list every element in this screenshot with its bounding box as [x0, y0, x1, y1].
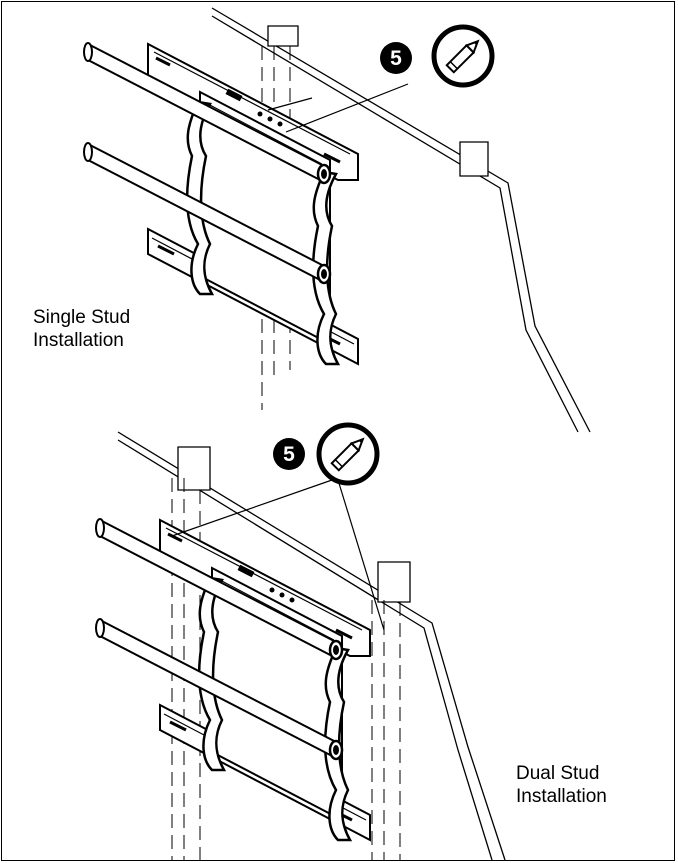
dual-stud-diagram: 5 [96, 425, 506, 861]
caption-line: Installation [33, 330, 124, 351]
pencil-icon [319, 425, 377, 483]
single-stud-diagram: 5 [84, 7, 591, 433]
step-5-badge [273, 438, 305, 470]
caption-line: Installation [516, 786, 607, 807]
caption-line: Dual Stud [516, 763, 600, 784]
step-5-badge [380, 42, 412, 74]
single-stud-caption: Single Stud Installation [33, 306, 130, 352]
svg-text:5: 5 [283, 443, 295, 466]
pencil-icon [434, 27, 492, 85]
dual-stud-caption: Dual Stud Installation [516, 762, 607, 808]
svg-text:5: 5 [390, 47, 402, 70]
caption-line: Single Stud [33, 307, 131, 328]
